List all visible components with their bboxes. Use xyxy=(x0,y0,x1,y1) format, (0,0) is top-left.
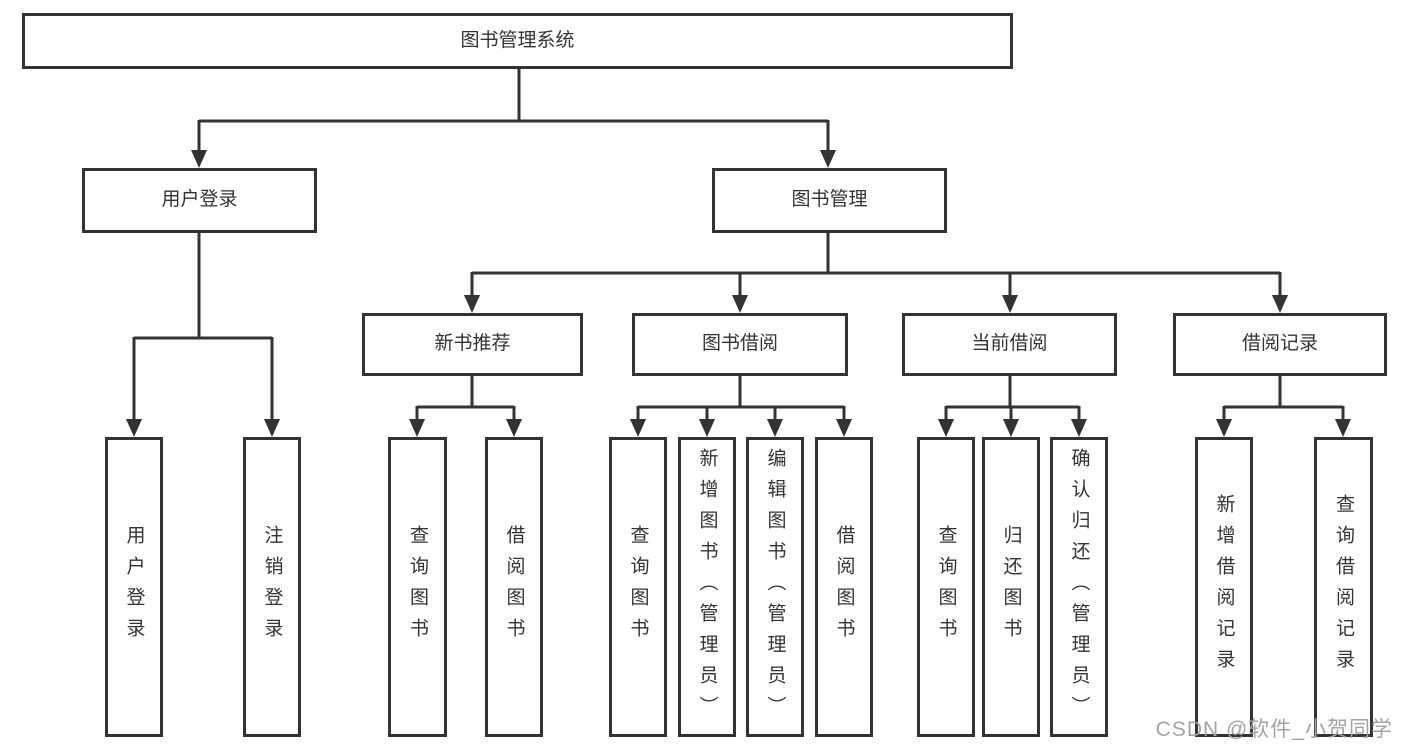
arrowhead-bb-borrow-books xyxy=(836,419,852,437)
connector-current-borrowing-to-leaves xyxy=(944,376,1081,421)
leaf-br-add-borrow-record: 新增借阅记录 xyxy=(1195,437,1253,737)
node-book-borrowing: 图书借阅 xyxy=(632,313,848,376)
node-borrowing-records: 借阅记录 xyxy=(1173,313,1387,376)
leaf-bb-add-books-admin: 新增图书（管理员） xyxy=(678,437,736,737)
arrowhead-new-book-recommend xyxy=(464,295,480,313)
node-book-management: 图书管理 xyxy=(712,168,947,233)
leaf-bb-borrow-books: 借阅图书 xyxy=(815,437,873,737)
connector-book-borrowing-to-leaves xyxy=(636,376,846,421)
connector-borrowing-records-to-leaves xyxy=(1222,376,1345,421)
arrowhead-leaf-user-login xyxy=(126,419,142,437)
arrowhead-cb-return-books xyxy=(1003,419,1019,437)
leaf-cb-confirm-return-admin: 确认归还（管理员） xyxy=(1050,437,1108,737)
arrowhead-nbr-query-books xyxy=(409,419,425,437)
connector-user-login-to-leaves xyxy=(132,233,274,421)
node-user-login: 用户登录 xyxy=(82,168,317,233)
arrowhead-bb-edit-books xyxy=(767,419,783,437)
arrowhead-book-borrowing xyxy=(732,295,748,313)
arrowhead-user-login xyxy=(191,150,207,168)
arrowhead-cb-confirm-return xyxy=(1071,419,1087,437)
leaf-user-login: 用户登录 xyxy=(105,437,163,737)
arrowhead-borrowing-records xyxy=(1272,295,1288,313)
arrowhead-bb-add-books xyxy=(699,419,715,437)
node-current-borrowing: 当前借阅 xyxy=(902,313,1117,376)
arrowhead-br-add-record xyxy=(1216,419,1232,437)
arrowhead-leaf-logout xyxy=(264,419,280,437)
leaf-cb-return-books: 归还图书 xyxy=(982,437,1040,737)
leaf-bb-edit-books-admin: 编辑图书（管理员） xyxy=(746,437,804,737)
leaf-nbr-borrow-books: 借阅图书 xyxy=(485,437,543,737)
arrowhead-br-query-record xyxy=(1335,419,1351,437)
connector-root-to-level2 xyxy=(197,69,830,152)
arrowhead-cb-query-books xyxy=(938,419,954,437)
arrowhead-bb-query-books xyxy=(630,419,646,437)
connector-new-book-recommend-to-leaves xyxy=(415,376,516,421)
node-new-book-recommend: 新书推荐 xyxy=(362,313,583,376)
arrowhead-book-management xyxy=(820,150,836,168)
leaf-nbr-query-books: 查询图书 xyxy=(388,437,447,737)
arrowhead-current-borrowing xyxy=(1002,295,1018,313)
leaf-logout: 注销登录 xyxy=(243,437,301,737)
leaf-bb-query-books: 查询图书 xyxy=(609,437,667,737)
arrowhead-nbr-borrow-books xyxy=(506,419,522,437)
node-root: 图书管理系统 xyxy=(22,13,1013,69)
leaf-cb-query-books: 查询图书 xyxy=(917,437,975,737)
leaf-br-query-borrow-record: 查询借阅记录 xyxy=(1314,437,1373,737)
connector-book-management-to-level3 xyxy=(470,233,1282,297)
